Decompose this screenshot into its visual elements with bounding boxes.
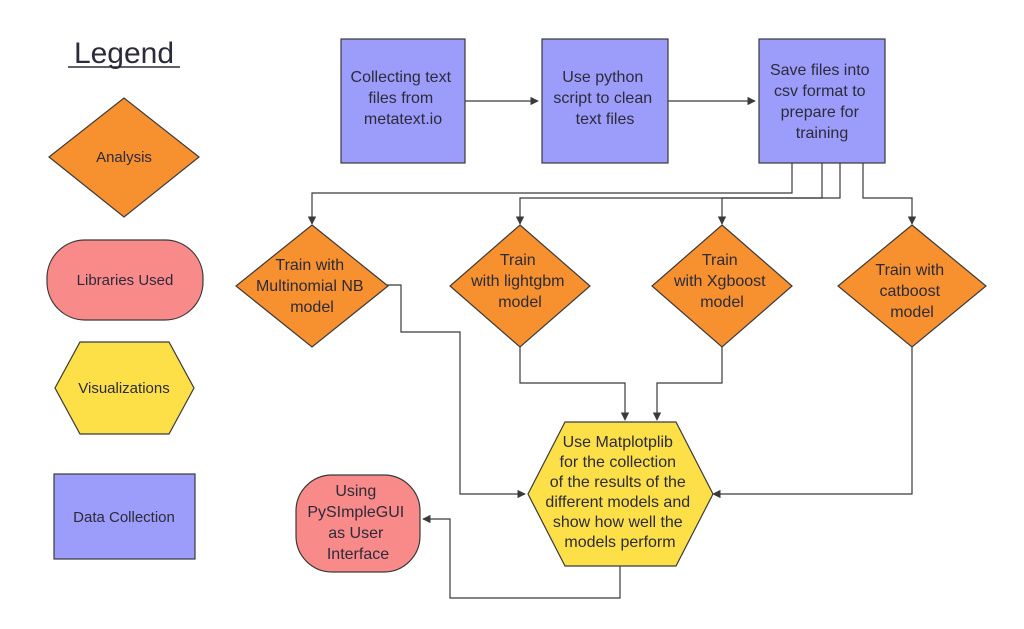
node-clean-shape <box>541 38 669 164</box>
node-gui-label: Using PySImpleGUI as User Interface <box>307 483 408 563</box>
edge-viz-to-gui <box>422 514 621 599</box>
connectors <box>307 96 917 599</box>
node-cat-shape <box>837 224 987 348</box>
node-xgb-label: Train with Xgboost model <box>673 252 770 311</box>
legend-rectangle-shape <box>53 473 196 560</box>
node-clean: Use python script to clean text files <box>541 38 669 164</box>
node-gui: Using PySImpleGUI as User Interface <box>295 474 421 573</box>
node-viz-label: Use Matplotplib for the collection of th… <box>545 434 694 551</box>
node-xgb: Train with Xgboost model <box>651 224 793 348</box>
node-collect-shape <box>340 38 466 164</box>
edge-save-to-lgbm <box>515 163 823 225</box>
node-viz-shape <box>527 421 714 567</box>
legend-title: Legend <box>74 37 174 70</box>
legend-label-visualizations: Visualizations <box>78 380 169 397</box>
node-viz: Use Matplotplib for the collection of th… <box>527 421 714 567</box>
legend-label-data-collection: Data Collection <box>73 509 175 526</box>
edge-save-to-xgb <box>717 163 841 225</box>
legend-item-analysis: Analysis <box>48 97 200 218</box>
legend: Legend Analysis Libraries Used Visualiza… <box>46 37 204 560</box>
node-lgbm-label: Train with lightgbm model <box>470 252 569 311</box>
node-clean-label: Use python script to clean text files <box>553 69 656 128</box>
legend-diamond-shape <box>48 97 200 218</box>
edge-cat-to-viz <box>712 347 913 499</box>
edge-lgbm-to-viz <box>519 347 630 421</box>
legend-item-libraries-used: Libraries Used <box>46 239 204 321</box>
node-save-shape <box>758 38 886 164</box>
edge-save-to-cat <box>862 163 917 225</box>
node-xgb-shape <box>651 224 793 348</box>
legend-rounded-rectangle-shape <box>46 239 204 321</box>
legend-item-visualizations: Visualizations <box>54 341 195 435</box>
node-cat-label: Train with catboost model <box>875 262 948 321</box>
node-save-label: Save files into csv format to prepare fo… <box>770 62 874 142</box>
edge-xgb-to-viz <box>652 347 723 421</box>
node-gui-shape <box>295 474 421 573</box>
legend-label-libraries-used: Libraries Used <box>77 272 174 289</box>
legend-item-data-collection: Data Collection <box>53 473 196 560</box>
node-save: Save files into csv format to prepare fo… <box>758 38 886 164</box>
node-nb-shape <box>235 224 389 348</box>
node-collect: Collecting text files from metatext.io <box>340 38 466 164</box>
edge-nb-to-viz <box>385 284 526 499</box>
node-lgbm-shape <box>449 224 591 348</box>
edge-save-to-nb <box>307 163 793 225</box>
node-collect-label: Collecting text files from metatext.io <box>351 69 456 128</box>
node-nb-label: Train with Multinomial NB model <box>256 257 368 316</box>
node-cat: Train with catboost model <box>837 224 987 348</box>
legend-label-analysis: Analysis <box>96 149 152 166</box>
node-nb: Train with Multinomial NB model <box>235 224 389 348</box>
legend-hexagon-shape <box>54 341 195 435</box>
node-lgbm: Train with lightgbm model <box>449 224 591 348</box>
